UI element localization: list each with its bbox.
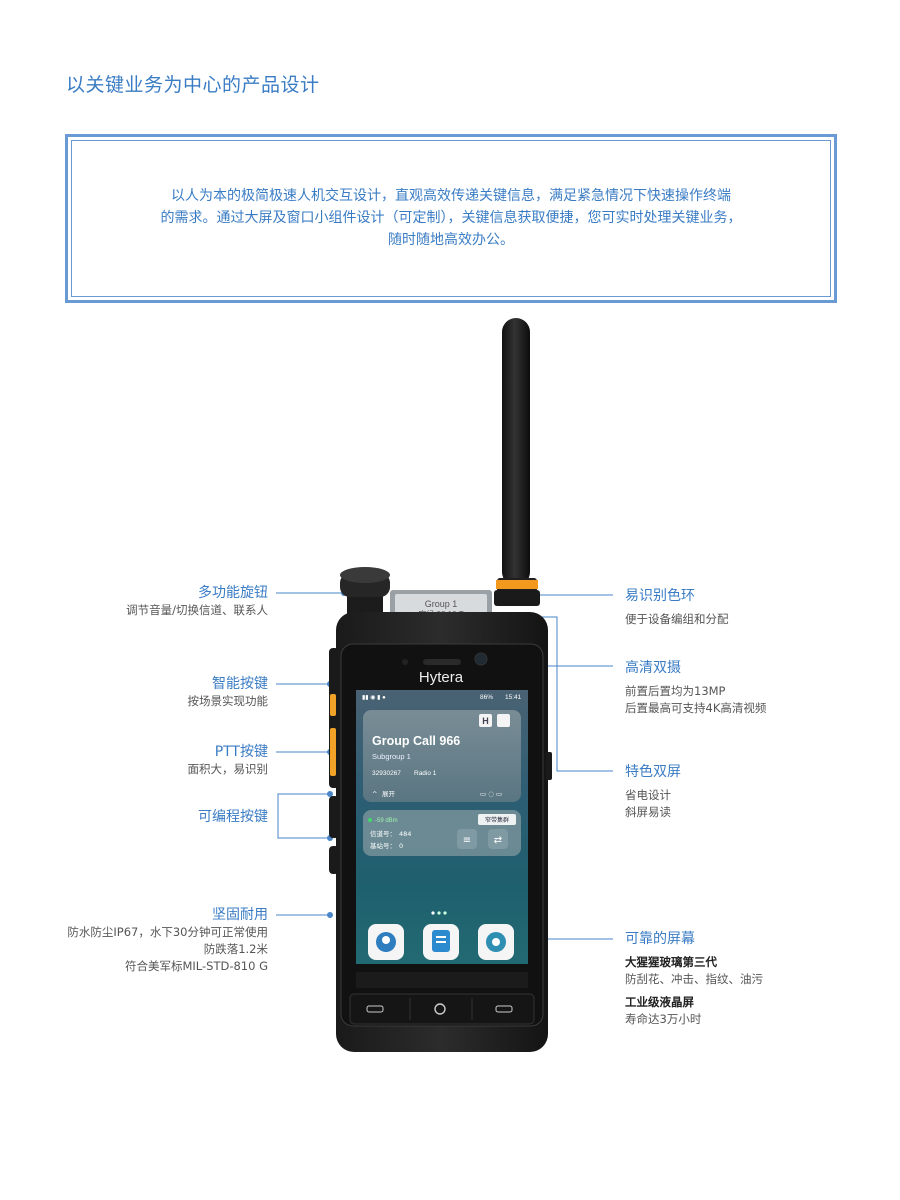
ptt-key — [330, 728, 336, 776]
color-ring — [496, 580, 538, 589]
menu-icon[interactable] — [495, 1005, 513, 1013]
intro-line: 随时随地高效办公。 — [388, 232, 514, 248]
call-id: 32930267 — [372, 770, 401, 777]
page-title: 以关键业务为中心的产品设计 — [66, 74, 320, 96]
call-subgroup: Subgroup 1 — [372, 752, 411, 761]
call-card[interactable] — [363, 710, 521, 802]
status-time: 15:41 — [505, 694, 522, 701]
intro-text: 以人为本的极简极速人机交互设计，直观高效传递关键信息，满足紧急情况下快速操作终端… — [118, 185, 784, 251]
intro-line: 以人为本的极简极速人机交互设计，直观高效传递关键信息，满足紧急情况下快速操作终端 — [171, 188, 731, 204]
svg-text:H: H — [482, 716, 489, 726]
station-value: 0 — [399, 842, 403, 850]
expand-button[interactable]: 展开 — [382, 790, 396, 798]
top-display-line1: Group 1 — [425, 599, 458, 609]
intro-box: 以人为本的极简极速人机交互设计，直观高效传递关键信息，满足紧急情况下快速操作终端… — [65, 134, 837, 303]
signal-dbm: -59 dBm — [375, 818, 398, 824]
callout-rugged: 坚固耐用 防水防尘IP67，水下30分钟可正常使用 防跌落1.2米 符合美军标M… — [67, 907, 268, 973]
svg-text:基站号：: 基站号： — [370, 841, 396, 850]
svg-text:信道号：: 信道号： — [370, 829, 396, 838]
home-icon[interactable] — [434, 1003, 446, 1015]
front-camera — [474, 652, 488, 666]
svg-text:▮▮ ◉ ▮ ●: ▮▮ ◉ ▮ ● — [362, 695, 386, 701]
battery-level: 86% — [480, 694, 493, 701]
brand-logo: Hytera — [419, 669, 464, 686]
programmable-key — [329, 796, 339, 838]
list-icon[interactable] — [457, 829, 477, 849]
antenna — [494, 318, 540, 606]
svg-text:▭ ◌ ▭: ▭ ◌ ▭ — [480, 790, 502, 798]
callout-knob: 多功能旋钮 调节音量/切换信道、联系人 — [126, 585, 268, 617]
signal-tag: 窄带集群 — [485, 816, 509, 824]
expand-label[interactable]: ^ — [372, 790, 377, 798]
callout-dual-camera: 高清双摄 前置后置均为13MP 后置最高可支持4K高清视频 — [625, 660, 767, 715]
call-title: Group Call 966 — [372, 734, 460, 748]
intro-line: 的需求。通过大屏及窗口小组件设计（可定制），关键信息获取便捷，您可实时处理关键业… — [160, 210, 742, 226]
back-icon[interactable] — [366, 1005, 384, 1013]
channel-value: 484 — [399, 830, 411, 838]
svg-text:≡: ≡ — [463, 835, 471, 846]
callout-smart-key: 智能按键 按场景实现功能 — [187, 676, 269, 708]
smart-key — [330, 694, 336, 716]
knob — [340, 567, 390, 618]
callout-reliable-screen: 可靠的屏幕 大猩猩玻璃第三代 防刮花、冲击、指纹、油污 工业级液晶屏 寿命达3万… — [625, 931, 763, 1026]
callout-color-ring: 易识别色环 便于设备编组和分配 — [625, 588, 729, 626]
shuffle-icon[interactable] — [488, 829, 508, 849]
callout-programmable-key: 可编程按键 — [198, 809, 268, 825]
callout-ptt-key: PTT按键 面积大，易识别 — [187, 744, 269, 776]
call-radio: Radio 1 — [414, 770, 437, 777]
callout-dual-screen: 特色双屏 省电设计 斜屏易读 — [625, 764, 681, 819]
svg-text:⇄: ⇄ — [494, 835, 502, 846]
